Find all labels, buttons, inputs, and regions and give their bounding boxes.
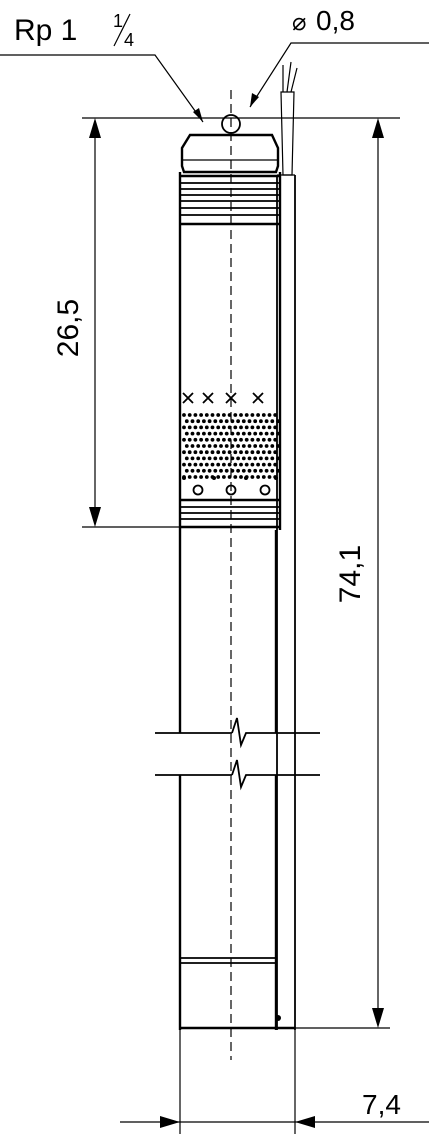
thread-leader-line — [0, 54, 204, 123]
cable-leader-line — [249, 42, 429, 108]
cable-leader-arrowhead — [250, 93, 259, 107]
dimension-pump-section: 26,5 — [52, 118, 180, 528]
intake-screen — [180, 392, 280, 529]
diameter-symbol: ⌀ — [292, 9, 306, 36]
dim-diameter-label: 7,4 — [362, 1089, 401, 1120]
thread-fraction-numerator: 1 — [113, 11, 123, 31]
cable-diameter-value: 0,8 — [316, 5, 355, 36]
thread-fraction-slash — [113, 13, 131, 47]
thread-fraction-denominator: 4 — [124, 30, 134, 50]
dimension-overall-length: 74,1 — [295, 118, 390, 1029]
screen-x-marks — [182, 392, 264, 404]
dimension-diameter: 7,4 — [120, 1030, 429, 1134]
motor-body — [178, 530, 295, 1030]
thread-label-group: Rp 1 1 4 — [0, 11, 204, 123]
dim-overall-length-label: 74,1 — [334, 545, 367, 603]
thread-size-label: Rp 1 — [14, 14, 77, 47]
break-lines — [155, 717, 320, 791]
dim-pump-section-label: 26,5 — [52, 299, 85, 357]
pump-discharge-head — [180, 114, 280, 226]
cable-diameter-label-group: ⌀ 0,8 — [249, 5, 429, 108]
pump-body-upper — [178, 172, 282, 530]
